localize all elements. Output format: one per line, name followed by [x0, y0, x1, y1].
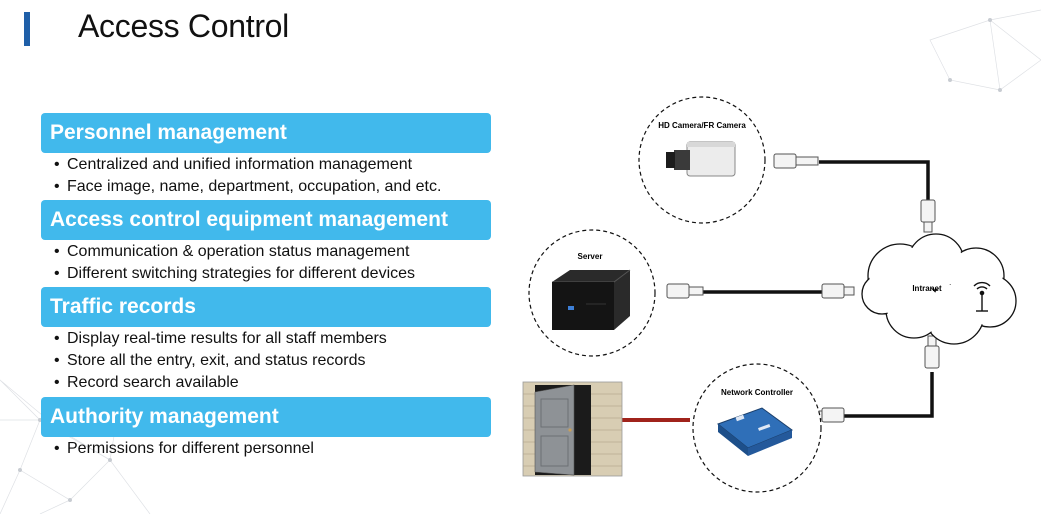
server-icon	[552, 269, 631, 330]
section-authority-management: Authority management Permissions for dif…	[41, 397, 491, 460]
rj45-connector-icon	[920, 199, 936, 233]
bullet-item: Centralized and unified information mana…	[41, 154, 491, 176]
network-cables	[697, 160, 934, 418]
bullet-item: Communication & operation status managem…	[41, 241, 491, 263]
network-controller-icon	[716, 407, 794, 456]
bullet-item: Record search available	[41, 372, 491, 394]
section-header: Authority management	[41, 397, 491, 437]
camera-node: HD Camera/FR Camera	[638, 96, 766, 224]
cable-controller-intranet	[844, 372, 934, 418]
controller-node-label: Network Controller	[721, 388, 793, 397]
server-node: Server	[528, 229, 656, 357]
bullet-item: Different switching strategies for diffe…	[41, 263, 491, 285]
title-accent-bar	[24, 12, 30, 46]
page-title: Access Control	[78, 8, 289, 44]
server-node-label: Server	[578, 252, 603, 261]
intranet-label: Intranet	[912, 284, 942, 293]
bullet-item: Store all the entry, exit, and status re…	[41, 350, 491, 372]
bullet-item: Permissions for different personnel	[41, 438, 491, 460]
rj45-connector-icon	[666, 283, 704, 299]
bullet-list: Permissions for different personnel	[41, 438, 491, 460]
section-header: Access control equipment management	[41, 200, 491, 240]
section-header: Traffic records	[41, 287, 491, 327]
bullet-list: Communication & operation status managem…	[41, 241, 491, 285]
network-diagram: HD Camera/FR Camera Server	[522, 96, 1041, 514]
section-equipment-management: Access control equipment management Comm…	[41, 200, 491, 285]
rj45-connector-icon	[924, 335, 940, 369]
bullet-item: Display real-time results for all staff …	[41, 328, 491, 350]
rj45-connector-icon	[821, 283, 855, 299]
intranet-node: Intranet	[861, 233, 1017, 345]
bullet-list: Centralized and unified information mana…	[41, 154, 491, 198]
cable-camera-intranet	[819, 160, 930, 206]
section-personnel-management: Personnel management Centralized and uni…	[41, 113, 491, 198]
door-icon	[522, 381, 623, 477]
camera-icon	[666, 141, 736, 177]
section-header: Personnel management	[41, 113, 491, 153]
section-traffic-records: Traffic records Display real-time result…	[41, 287, 491, 394]
bullet-item: Face image, name, department, occupation…	[41, 176, 491, 198]
network-controller-node: Network Controller	[692, 363, 822, 493]
camera-node-label: HD Camera/FR Camera	[658, 121, 746, 130]
wifi-antenna-icon	[973, 281, 991, 312]
bullet-list: Display real-time results for all staff …	[41, 328, 491, 394]
rj45-connector-icon	[773, 153, 819, 169]
